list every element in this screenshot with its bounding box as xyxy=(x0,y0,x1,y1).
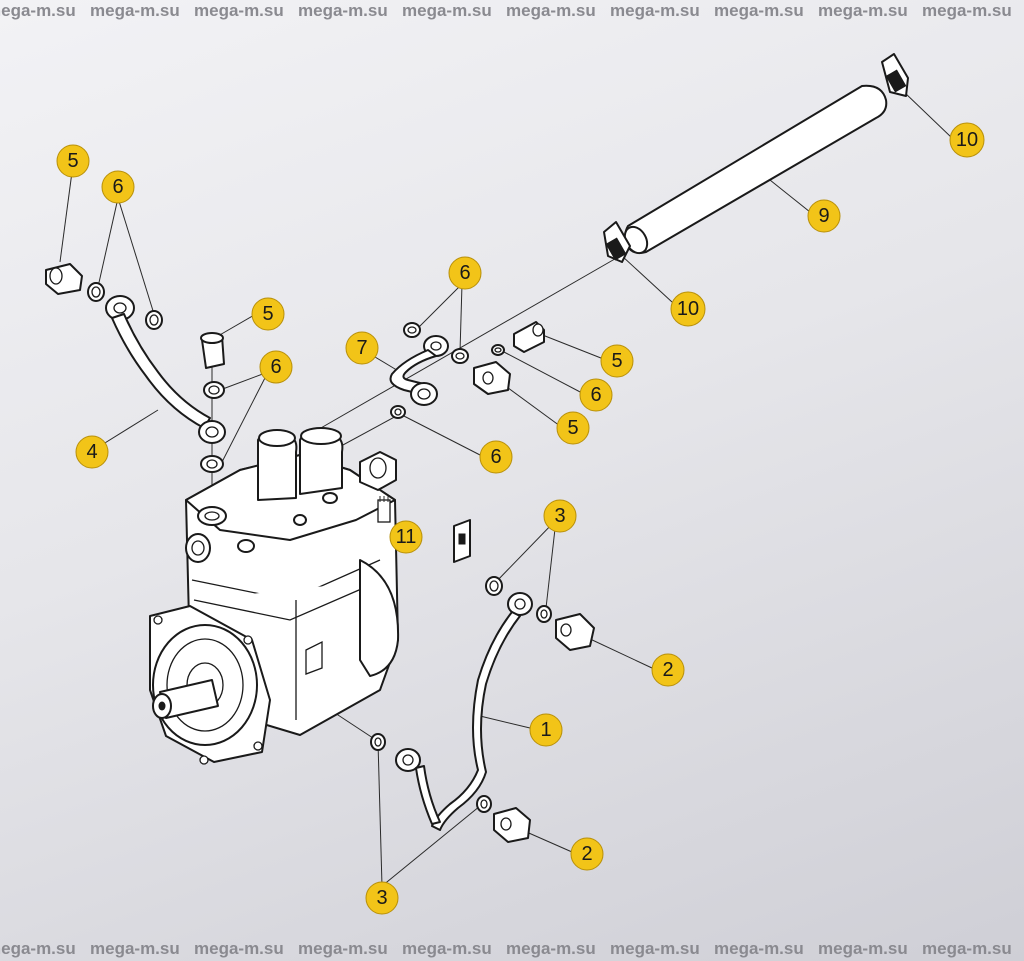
callout-label: 5 xyxy=(611,350,622,372)
callout-3: 3 xyxy=(365,881,399,915)
callout-6: 6 xyxy=(448,256,482,290)
watermark-text: mega-m.su xyxy=(714,939,804,958)
tube-9-assembly xyxy=(603,53,909,263)
callout-label: 2 xyxy=(662,659,673,681)
watermark-text: mega-m.su xyxy=(506,939,596,958)
callout-6: 6 xyxy=(259,350,293,384)
watermark-text: mega-m.su xyxy=(922,939,1012,958)
callout-label: 10 xyxy=(677,298,699,320)
callout-label: 5 xyxy=(262,303,273,325)
watermark-text: mega-m.su xyxy=(402,939,492,958)
watermark-text: mega-m.su xyxy=(818,939,908,958)
callout-3: 3 xyxy=(543,499,577,533)
watermark-text: mega-m.su xyxy=(298,939,388,958)
callout-5: 5 xyxy=(56,144,90,178)
callout-label: 6 xyxy=(459,262,470,284)
callout-2: 2 xyxy=(651,653,685,687)
callout-5: 5 xyxy=(600,344,634,378)
callout-4: 4 xyxy=(75,435,109,469)
watermark-text: mega-m.su xyxy=(402,1,492,20)
banjo-fittings-right xyxy=(473,321,545,395)
watermark-text: mega-m.su xyxy=(0,1,76,20)
watermark-text: mega-m.su xyxy=(610,1,700,20)
callout-label: 5 xyxy=(67,150,78,172)
watermark-text: mega-m.su xyxy=(90,939,180,958)
callout-label: 3 xyxy=(554,505,565,527)
bracket-tag xyxy=(453,519,471,563)
callout-7: 7 xyxy=(345,331,379,365)
callout-10: 10 xyxy=(670,291,706,327)
watermark-text: mega-m.su xyxy=(194,939,284,958)
callout-1: 1 xyxy=(529,713,563,747)
watermark-text: mega-m.su xyxy=(298,1,388,20)
watermark-top-row: mega-m.su mega-m.su mega-m.su mega-m.su mega… xyxy=(0,0,1024,22)
callout-5: 5 xyxy=(251,297,285,331)
callout-10: 10 xyxy=(949,122,985,158)
watermark-bottom-row: mega-m.su mega-m.su mega-m.su mega-m.su mega… xyxy=(0,938,1024,960)
callout-label: 10 xyxy=(956,129,978,151)
callout-label: 11 xyxy=(396,526,417,548)
callout-6: 6 xyxy=(101,170,135,204)
hose-assembly-1 xyxy=(370,576,595,843)
callout-9: 9 xyxy=(807,199,841,233)
watermark-text: mega-m.su xyxy=(610,939,700,958)
callout-2: 2 xyxy=(570,837,604,871)
callout-6: 6 xyxy=(479,440,513,474)
watermark-text: mega-m.su xyxy=(818,1,908,20)
watermark-text: mega-m.su xyxy=(0,939,76,958)
pipe-7 xyxy=(389,322,469,419)
air-compressor xyxy=(149,427,400,765)
hose-assembly-4 xyxy=(45,263,226,444)
watermark-text: mega-m.su xyxy=(506,1,596,20)
callout-label: 2 xyxy=(581,843,592,865)
callouts: 5 6 5 6 4 7 6 5 6 5 6 9 10 10 11 3 2 1 2… xyxy=(56,122,985,915)
watermark-text: mega-m.su xyxy=(922,1,1012,20)
callout-label: 9 xyxy=(818,205,829,227)
callout-11: 11 xyxy=(389,520,423,554)
callout-label: 3 xyxy=(376,887,387,909)
callout-6: 6 xyxy=(579,378,613,412)
callout-label: 4 xyxy=(86,441,97,463)
watermark-text: mega-m.su xyxy=(90,1,180,20)
callout-label: 6 xyxy=(490,446,501,468)
watermark-text: mega-m.su xyxy=(714,1,804,20)
banjo-bolt-5-mid xyxy=(200,332,225,473)
watermark-text: mega-m.su xyxy=(194,1,284,20)
callout-label: 5 xyxy=(567,417,578,439)
callout-5: 5 xyxy=(556,411,590,445)
callout-label: 6 xyxy=(112,176,123,198)
callout-label: 1 xyxy=(540,719,551,741)
sensor-part-11 xyxy=(377,496,391,523)
callout-label: 6 xyxy=(590,384,601,406)
callout-label: 7 xyxy=(356,337,367,359)
callout-label: 6 xyxy=(270,356,281,378)
